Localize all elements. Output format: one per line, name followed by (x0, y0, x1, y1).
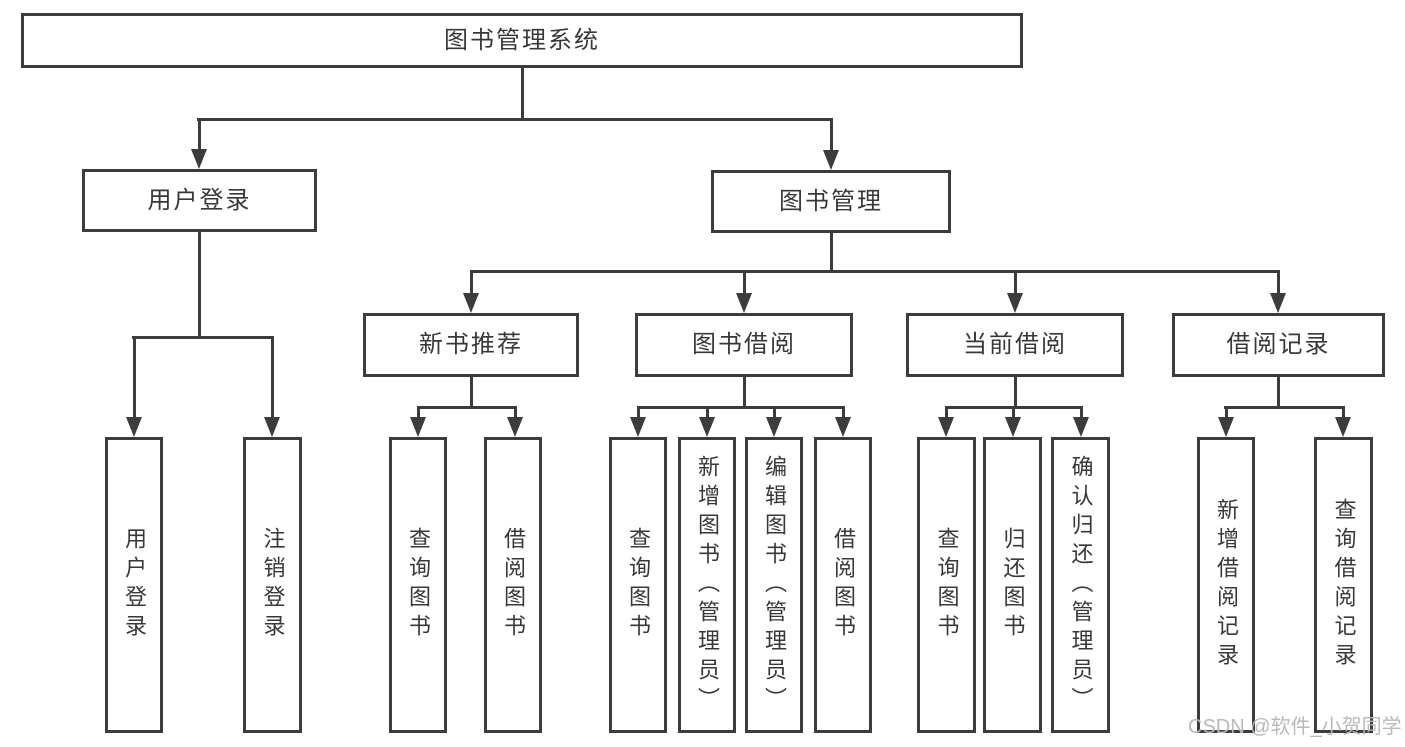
connector-user-login-stem (198, 232, 201, 338)
node-label: 新书推荐 (419, 331, 523, 358)
connector-to-add-borrow-record (1225, 406, 1228, 420)
leaf-query-books-under-current: 查询图书 (917, 437, 976, 733)
node-label: 新增图书（管理员） (695, 454, 720, 716)
arrowhead-down-icon (410, 417, 426, 437)
leaf-confirm-return-admin: 确认归还（管理员） (1051, 437, 1110, 733)
csdn-watermark: CSDN @软件_小贺同学 (1188, 716, 1402, 738)
node-label: 注销登录 (260, 527, 286, 643)
connector-book-borrowing-stem (743, 377, 746, 408)
arrowhead-down-icon (507, 417, 523, 437)
node-label: 查询图书 (406, 527, 431, 643)
arrowhead-down-icon (1335, 417, 1351, 437)
node-label: 借阅图书 (831, 527, 856, 643)
connector-root-to-user-login (198, 118, 201, 150)
connector-to-query-books-2 (637, 406, 640, 420)
node-label: 确认归还（管理员） (1068, 454, 1094, 716)
node-label: 图书管理 (779, 187, 883, 215)
leaf-add-books-admin: 新增图书（管理员） (678, 437, 736, 733)
arrowhead-down-icon (823, 150, 839, 170)
connector-to-leaf-user-login (133, 336, 136, 419)
node-label: 图书管理系统 (444, 26, 600, 54)
connector-user-login-bus (132, 336, 274, 339)
leaf-add-borrow-record: 新增借阅记录 (1197, 437, 1255, 733)
connector-root-stem (521, 68, 524, 121)
connector-to-edit-books (773, 406, 776, 420)
node-label: 用户登录 (147, 186, 252, 214)
arrowhead-down-icon (766, 417, 782, 437)
node-current-borrowing: 当前借阅 (906, 313, 1124, 377)
connector-book-management-bus (470, 270, 1280, 273)
arrowhead-down-icon (630, 417, 646, 437)
arrowhead-down-icon (463, 293, 479, 313)
node-book-borrowing: 图书借阅 (635, 313, 853, 377)
node-label: 当前借阅 (963, 331, 1067, 358)
node-label: 用户登录 (122, 527, 147, 643)
connector-to-query-borrow-record (1342, 406, 1345, 420)
arrowhead-down-icon (736, 293, 752, 313)
connector-root-bus (197, 118, 833, 121)
arrowhead-down-icon (1218, 417, 1234, 437)
leaf-logout-login: 注销登录 (243, 437, 302, 733)
connector-new-book-bus (417, 406, 517, 409)
connector-current-borrowing-stem (1014, 377, 1017, 408)
connector-to-confirm-return (1080, 406, 1083, 420)
arrowhead-down-icon (1073, 417, 1089, 437)
connector-new-book-stem (470, 377, 473, 408)
arrowhead-down-icon (1007, 293, 1023, 313)
arrowhead-down-icon (835, 417, 851, 437)
node-label: 查询图书 (626, 527, 651, 643)
node-library-management-system: 图书管理系统 (21, 13, 1023, 68)
leaf-query-borrow-record: 查询借阅记录 (1314, 437, 1373, 733)
connector-to-borrow-books-1 (514, 406, 517, 420)
node-label: 借阅图书 (501, 527, 526, 643)
leaf-query-books-under-borrowing: 查询图书 (609, 437, 667, 733)
connector-to-add-books (706, 406, 709, 420)
leaf-user-login: 用户登录 (105, 437, 163, 733)
leaf-query-books-under-recommend: 查询图书 (389, 437, 447, 733)
node-label: 编辑图书（管理员） (762, 454, 787, 716)
leaf-return-books: 归还图书 (983, 437, 1042, 733)
node-label: 查询图书 (934, 527, 960, 643)
connector-to-return-books (1012, 406, 1015, 420)
node-label: 图书借阅 (692, 331, 796, 358)
connector-to-query-books-1 (417, 406, 420, 420)
connector-book-borrowing-bus (637, 406, 844, 409)
connector-to-query-books-3 (945, 406, 948, 420)
arrowhead-down-icon (699, 417, 715, 437)
connector-borrowing-records-bus (1224, 406, 1345, 409)
arrowhead-down-icon (264, 417, 280, 437)
connector-book-management-stem (830, 233, 833, 272)
node-borrowing-records: 借阅记录 (1172, 313, 1385, 377)
connector-borrowing-records-stem (1277, 377, 1280, 408)
connector-root-to-book-management (830, 118, 833, 151)
node-label: 归还图书 (1000, 527, 1026, 643)
arrowhead-down-icon (191, 149, 207, 169)
arrowhead-down-icon (1270, 293, 1286, 313)
node-new-book-recommend: 新书推荐 (363, 313, 579, 377)
arrowhead-down-icon (1005, 417, 1021, 437)
arrowhead-down-icon (126, 417, 142, 437)
connector-to-borrow-books-2 (842, 406, 845, 420)
connector-to-borrowing-records (1277, 270, 1280, 295)
connector-to-new-book-recommend (470, 270, 473, 295)
leaf-borrow-books-under-recommend: 借阅图书 (484, 437, 542, 733)
arrowhead-down-icon (938, 417, 954, 437)
connector-to-current-borrowing (1014, 270, 1017, 295)
connector-to-book-borrowing (743, 270, 746, 295)
node-user-login: 用户登录 (82, 169, 317, 232)
leaf-borrow-books-under-borrowing: 借阅图书 (814, 437, 872, 733)
node-label: 借阅记录 (1226, 331, 1331, 358)
connector-to-leaf-logout (271, 336, 274, 419)
node-book-management: 图书管理 (711, 170, 951, 233)
node-label: 新增借阅记录 (1214, 498, 1239, 672)
leaf-edit-books-admin: 编辑图书（管理员） (745, 437, 803, 733)
node-label: 查询借阅记录 (1331, 498, 1357, 672)
